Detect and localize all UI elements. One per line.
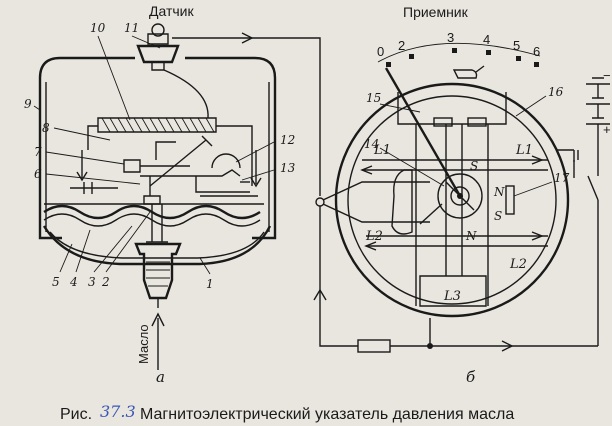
rheostat-winding bbox=[101, 117, 215, 133]
pole-n-bottom: N bbox=[465, 229, 477, 243]
callout-8: 8 bbox=[42, 121, 50, 135]
pole-s-right: S bbox=[494, 209, 502, 223]
battery-plus: + bbox=[603, 122, 611, 137]
callout-16: 16 bbox=[548, 85, 564, 99]
receiver-title: Приемник bbox=[403, 4, 469, 20]
sublabel-a: а bbox=[156, 368, 165, 386]
coil-l3: L3 bbox=[443, 289, 461, 304]
coil-l1-left: L1 bbox=[373, 143, 391, 158]
caption-number: 37.3 bbox=[100, 402, 136, 421]
sensor-title: Датчик bbox=[149, 3, 194, 19]
receiver-callouts: 15 14 16 17 bbox=[364, 85, 570, 197]
scale-tick-3: 3 bbox=[447, 30, 454, 45]
pole-s-top: S bbox=[470, 159, 478, 173]
coil-l2-left: L2 bbox=[365, 229, 383, 244]
callout-14: 14 bbox=[364, 137, 379, 151]
battery-minus: − bbox=[603, 68, 611, 83]
callout-11: 11 bbox=[124, 21, 139, 35]
callout-7: 7 bbox=[34, 145, 42, 159]
callout-13: 13 bbox=[280, 161, 296, 175]
scale-tick-4: 4 bbox=[483, 32, 490, 47]
callout-3: 3 bbox=[88, 275, 96, 289]
callout-2: 2 bbox=[101, 275, 110, 289]
sublabel-b: б bbox=[466, 368, 476, 386]
sensor-drawing: Масло bbox=[33, 23, 277, 370]
receiver-scale: 0 2 3 4 5 6 bbox=[377, 30, 540, 59]
scale-tick-6: 6 bbox=[533, 44, 540, 59]
figure-caption: Рис. 37.3 Магнитоэлектрический указатель… bbox=[60, 402, 514, 423]
coil-l2-right: L2 bbox=[509, 257, 527, 272]
callout-12: 12 bbox=[280, 133, 295, 147]
callout-5: 5 bbox=[52, 275, 60, 289]
scale-tick-2: 2 bbox=[398, 38, 405, 53]
pole-labels: S N N S bbox=[465, 159, 505, 243]
callout-9: 9 bbox=[24, 97, 32, 111]
scale-tick-5: 5 bbox=[513, 38, 520, 53]
callout-10: 10 bbox=[90, 21, 106, 35]
pole-n-right: N bbox=[493, 185, 505, 199]
coil-labels: L1 L1 L2 L2 L3 bbox=[365, 143, 533, 304]
sensor-callouts: 1 2 3 4 5 6 7 8 9 10 11 12 13 bbox=[24, 21, 296, 291]
wiring: − + bbox=[172, 32, 611, 353]
callout-4: 4 bbox=[69, 275, 78, 289]
coil-l1-right: L1 bbox=[515, 143, 533, 158]
ballast-resistor bbox=[357, 339, 391, 353]
caption-prefix: Рис. bbox=[60, 406, 92, 423]
scale-tick-0: 0 bbox=[377, 44, 384, 59]
callout-15: 15 bbox=[366, 91, 381, 105]
callout-1: 1 bbox=[206, 277, 214, 291]
oil-label: Масло bbox=[136, 324, 151, 364]
caption-text: Магнитоэлектрический указатель давления … bbox=[140, 406, 514, 423]
input-terminal bbox=[315, 197, 325, 207]
callout-6: 6 bbox=[34, 167, 42, 181]
callout-17: 17 bbox=[554, 171, 570, 185]
receiver-drawing bbox=[334, 42, 579, 318]
